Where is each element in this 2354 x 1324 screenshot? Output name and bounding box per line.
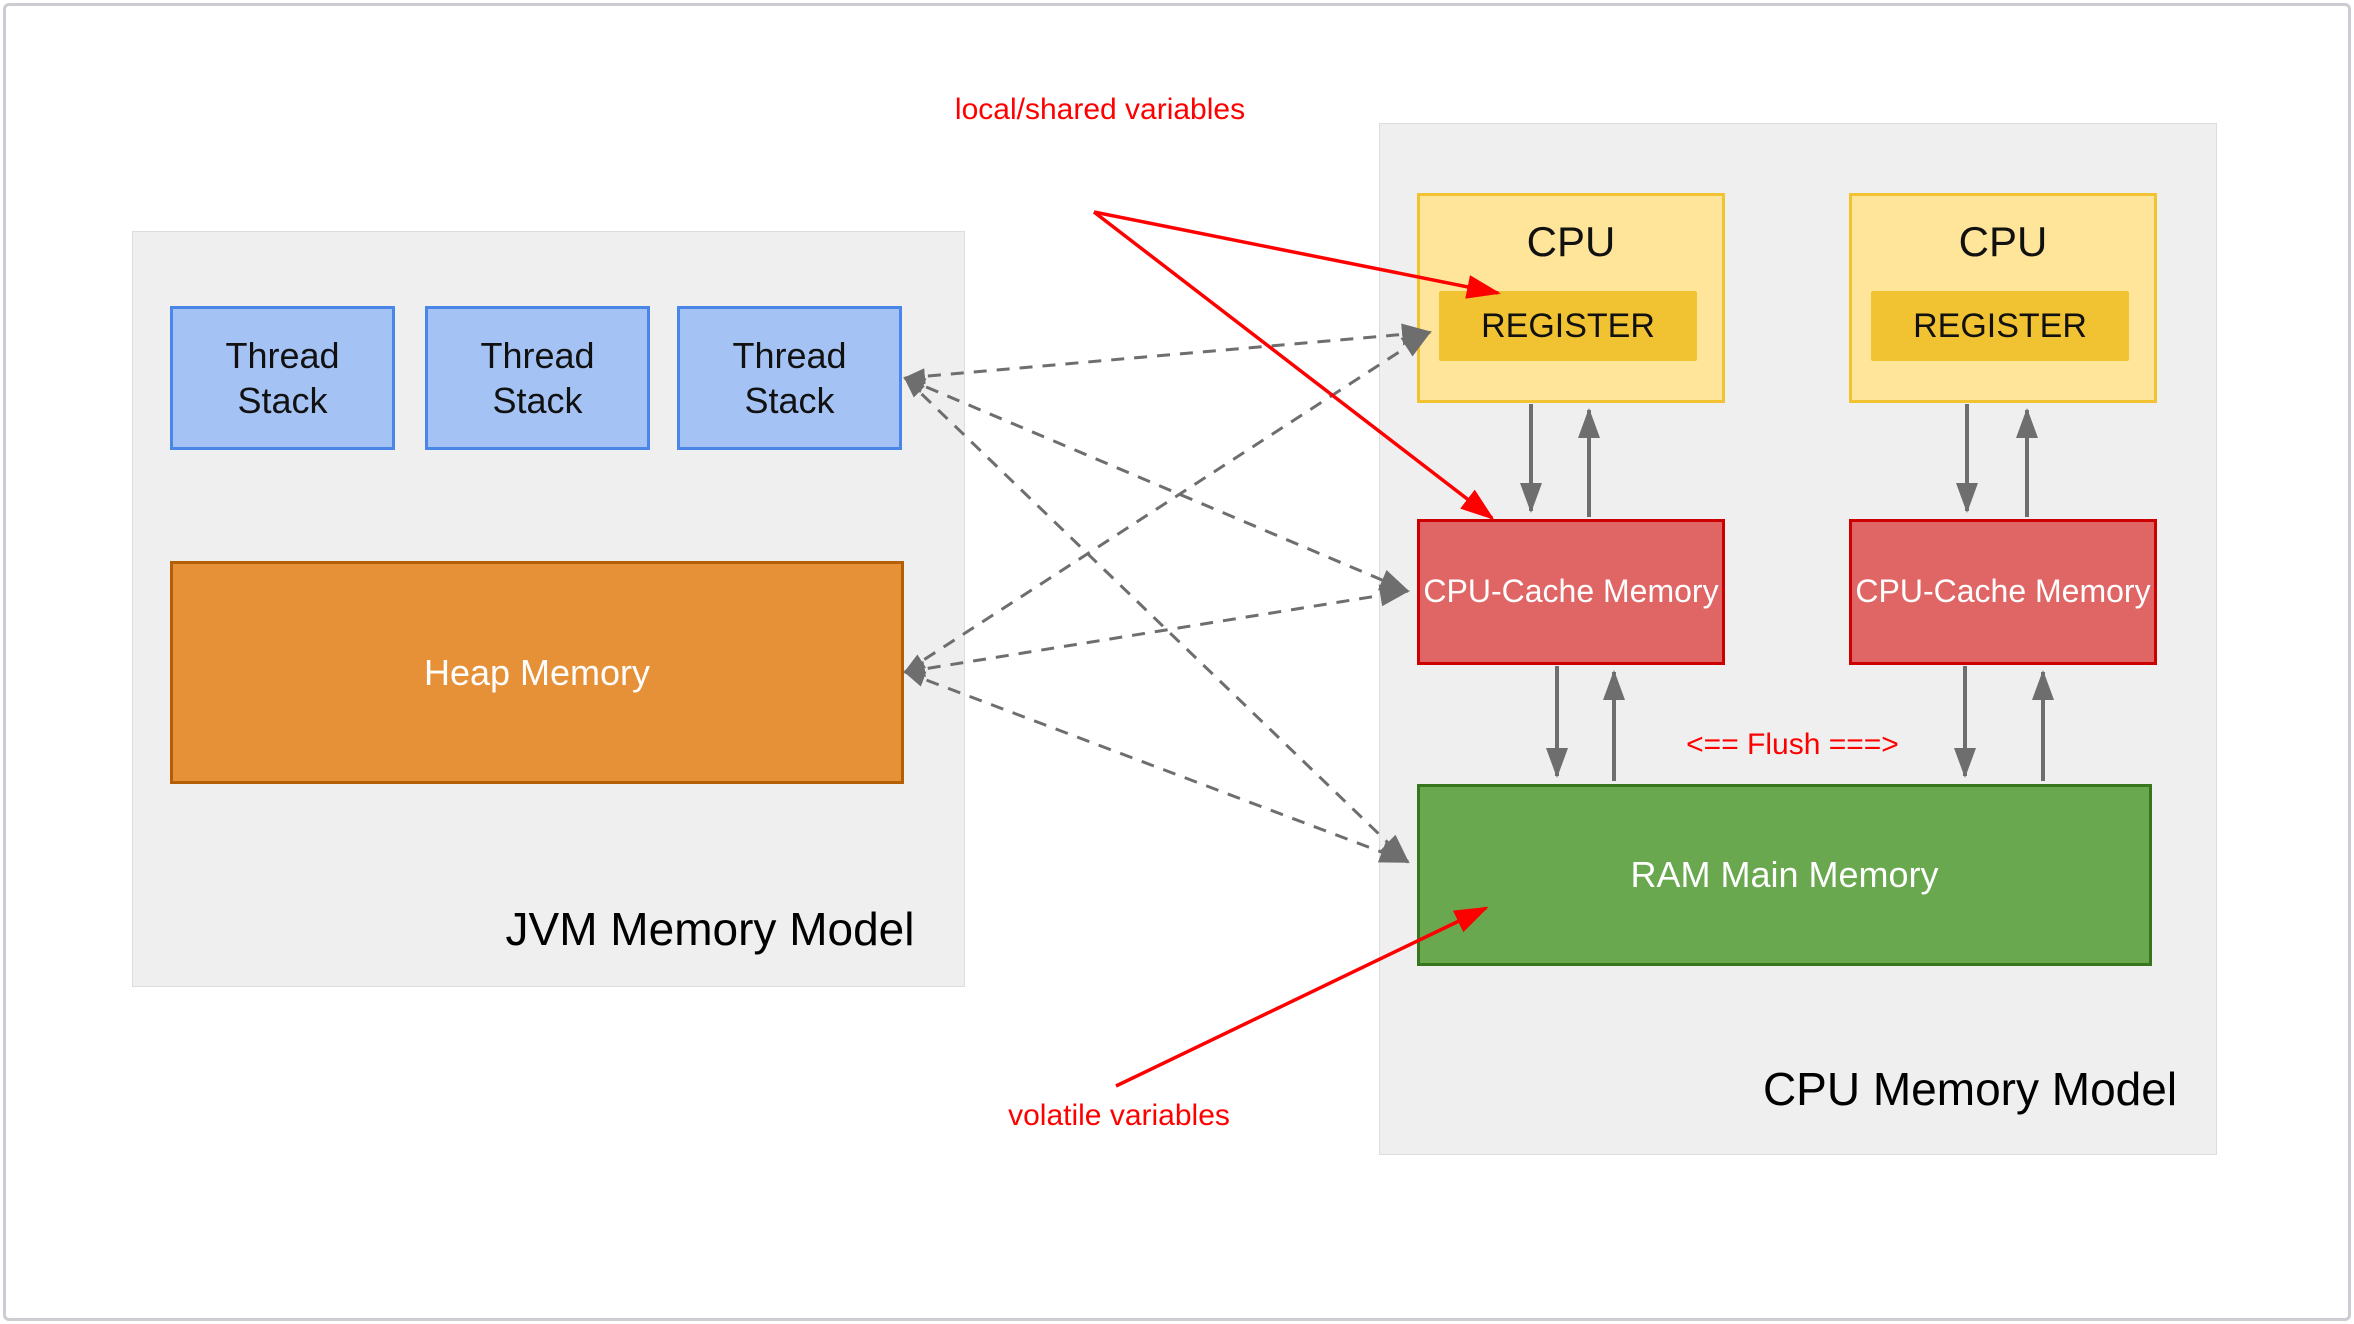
- thread-stack-box-1: Thread Stack: [170, 306, 395, 450]
- volatile-variables-annotation: volatile variables: [1008, 1099, 1230, 1132]
- cpu-box-1: CPU REGISTER: [1417, 193, 1725, 403]
- cpu-cache-label: CPU-Cache Memory: [1423, 573, 1719, 610]
- cpu-label: CPU: [1526, 218, 1616, 265]
- thread-stack-label: Thread Stack: [225, 335, 340, 421]
- cpu-cache-label: CPU-Cache Memory: [1855, 573, 2151, 610]
- thread-stack-box-2: Thread Stack: [425, 306, 650, 450]
- flush-annotation: <== Flush ===>: [1686, 728, 1899, 761]
- heap-memory-box: Heap Memory: [170, 561, 904, 784]
- register-box-2: REGISTER: [1871, 291, 2129, 361]
- register-box-1: REGISTER: [1439, 291, 1697, 361]
- register-label: REGISTER: [1481, 306, 1655, 345]
- cpu-cache-box-1: CPU-Cache Memory: [1417, 519, 1725, 665]
- ram-main-memory-box: RAM Main Memory: [1417, 784, 2152, 966]
- heap-memory-label: Heap Memory: [423, 651, 651, 693]
- thread-stack-label: Thread Stack: [732, 335, 847, 421]
- local-shared-variables-annotation: local/shared variables: [954, 93, 1246, 126]
- ram-label: RAM Main Memory: [1630, 854, 1939, 895]
- cpu-box-2: CPU REGISTER: [1849, 193, 2157, 403]
- cpu-cache-box-2: CPU-Cache Memory: [1849, 519, 2157, 665]
- thread-stack-box-3: Thread Stack: [677, 306, 902, 450]
- cpu-label: CPU: [1958, 218, 2048, 265]
- register-label: REGISTER: [1913, 306, 2087, 345]
- jvm-panel-title: JVM Memory Model: [505, 903, 915, 955]
- thread-stack-label: Thread Stack: [480, 335, 595, 421]
- cpu-panel-title: CPU Memory Model: [1762, 1063, 2178, 1115]
